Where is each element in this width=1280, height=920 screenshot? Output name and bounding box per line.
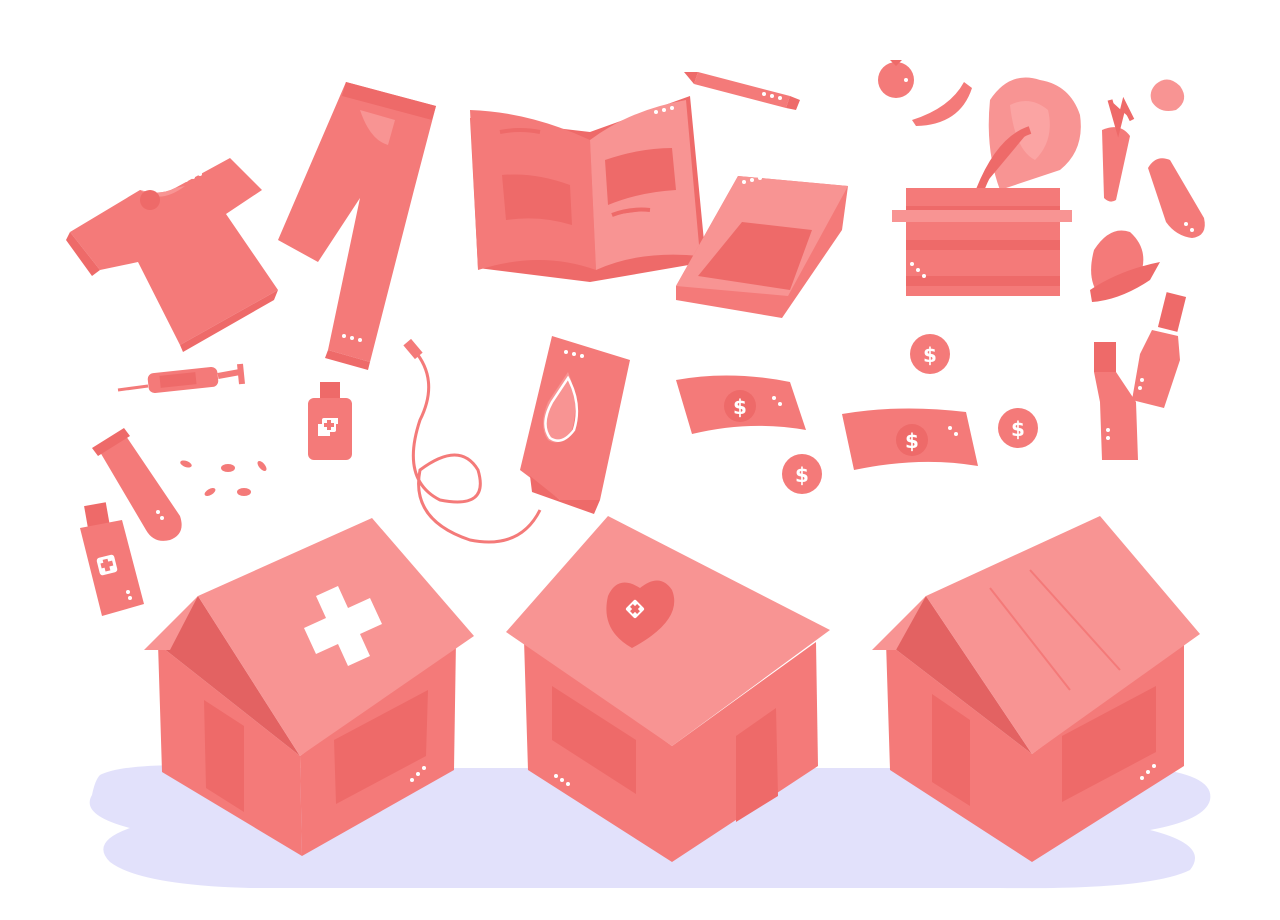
medicine-bottle-icon [308, 382, 352, 460]
coin-icon: $ [910, 334, 950, 374]
carrot-icon [1102, 96, 1135, 202]
coin-symbol-3: $ [795, 463, 809, 487]
closed-book-icon [676, 176, 848, 318]
garlic-icon [1150, 79, 1185, 111]
coin-icon-3: $ [782, 454, 822, 494]
heart-cross-icon [606, 580, 675, 648]
crayon-icon [684, 72, 800, 110]
vegetable-crate-icon [892, 77, 1081, 296]
open-book-icon [470, 96, 706, 282]
blood-bag-icon [403, 336, 630, 544]
chili-pepper-icon [912, 82, 972, 126]
banknote-symbol: $ [733, 395, 747, 419]
donation-box-heart [506, 516, 830, 862]
pills-icon [180, 460, 267, 496]
donation-box-medical [144, 518, 474, 856]
corn-icon [1090, 230, 1160, 302]
bottle-icon [1094, 342, 1138, 460]
test-tube-icon [92, 428, 182, 541]
donation-box-plain [872, 516, 1200, 862]
cucumber-icon [1148, 158, 1205, 238]
medicine-tube-icon [80, 502, 144, 616]
coin-icon-2: $ [998, 408, 1038, 448]
tshirt-icon [66, 158, 278, 352]
banknote-icon-2: $ [842, 408, 978, 470]
pants-icon [278, 82, 436, 370]
banknote-symbol-2: $ [905, 429, 919, 453]
medical-cross-icon [304, 586, 382, 666]
coin-symbol: $ [923, 343, 937, 367]
syringe-icon [117, 363, 245, 394]
coin-symbol-2: $ [1011, 417, 1025, 441]
banknote-icon: $ [676, 375, 806, 434]
tomato-icon [878, 60, 914, 98]
bottle-icon-2 [1132, 292, 1187, 408]
